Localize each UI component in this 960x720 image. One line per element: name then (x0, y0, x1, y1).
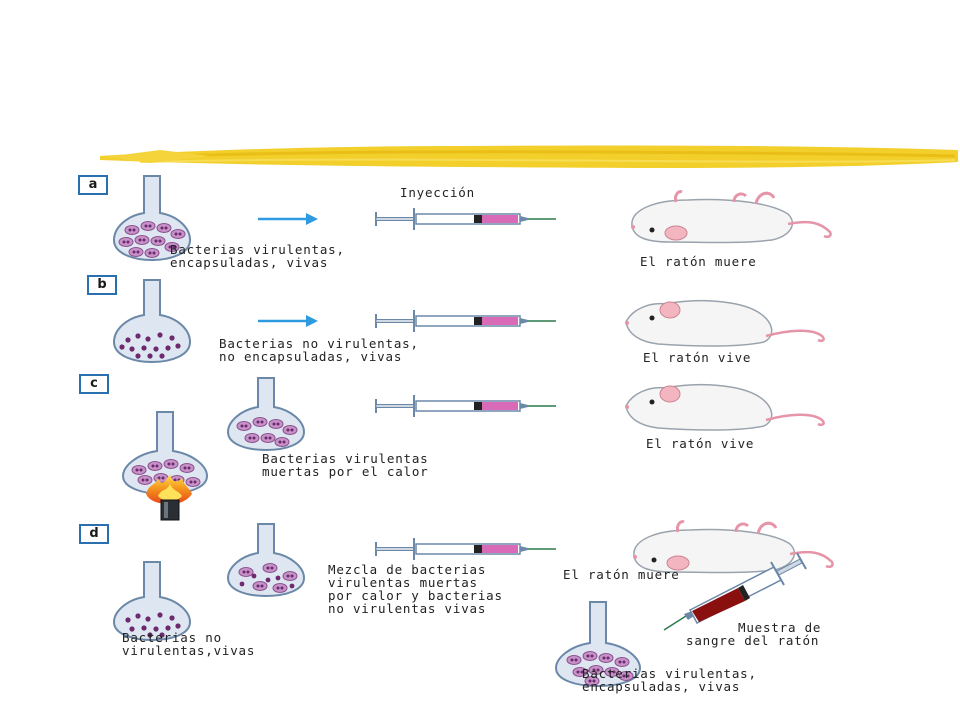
mouse-dead (631, 190, 832, 244)
panel-c (121, 377, 825, 521)
result-label-a: El ratón muere (640, 254, 757, 269)
syringe (375, 538, 556, 560)
mouse-dead (633, 520, 834, 574)
panel-label-b: b (87, 275, 117, 295)
panel-label-a: a (78, 175, 108, 195)
panel-a (112, 175, 832, 262)
flask-caption-b-line2: no encapsuladas, vivas (219, 349, 403, 364)
mouse-alive (625, 300, 825, 347)
mix-caption-line3: por calor y bacterias (328, 588, 503, 603)
flask-caption-c-line1: Bacterias virulentas (262, 451, 429, 466)
arrow (258, 213, 318, 225)
injection-label: Inyección (400, 185, 475, 200)
flask (112, 561, 192, 642)
final-flask-caption-line1: Bacterias virulentas, (582, 666, 757, 681)
flask (112, 279, 192, 364)
flask-caption-c-line2: muertas por el calor (262, 464, 429, 479)
syringe (375, 395, 556, 417)
flask (112, 175, 192, 262)
flask (226, 377, 306, 452)
flask-caption-a-line2: encapsuladas, vivas (170, 255, 329, 270)
panel-b (112, 279, 825, 364)
arrow (258, 315, 318, 327)
flask-caption-b-line1: Bacterias no virulentas, (219, 336, 419, 351)
result-label-c: El ratón vive (646, 436, 755, 451)
panel-label-d: d (79, 524, 109, 544)
syringe (375, 310, 556, 332)
flask-caption-a-line1: Bacterias virulentas, (170, 242, 345, 257)
bunsen-burner (146, 474, 192, 521)
mix-caption-line4: no virulentas vivas (328, 601, 487, 616)
flask-caption-d-line1: Bacterias no (122, 630, 222, 645)
panel-label-c: c (79, 374, 109, 394)
yellow-banner (100, 145, 958, 168)
final-flask-caption-line2: encapsuladas, vivas (582, 679, 741, 694)
blood-sample-label-line1: Muestra de (738, 620, 822, 635)
flask-caption-d-line2: virulentas,vivas (122, 643, 256, 658)
blood-sample-label-line2: sangre del ratón (686, 633, 820, 648)
mixture-flask (226, 523, 306, 598)
panel-d (112, 520, 834, 688)
result-label-b: El ratón vive (643, 350, 752, 365)
mix-caption-line2: virulentas muertas (328, 575, 478, 590)
result-label-d: El ratón muere (563, 567, 680, 582)
mix-caption-line1: Mezcla de bacterias (328, 562, 487, 577)
mouse-alive (625, 384, 825, 431)
blood-syringe (663, 552, 807, 631)
syringe (375, 208, 556, 230)
final-flask (554, 601, 642, 688)
